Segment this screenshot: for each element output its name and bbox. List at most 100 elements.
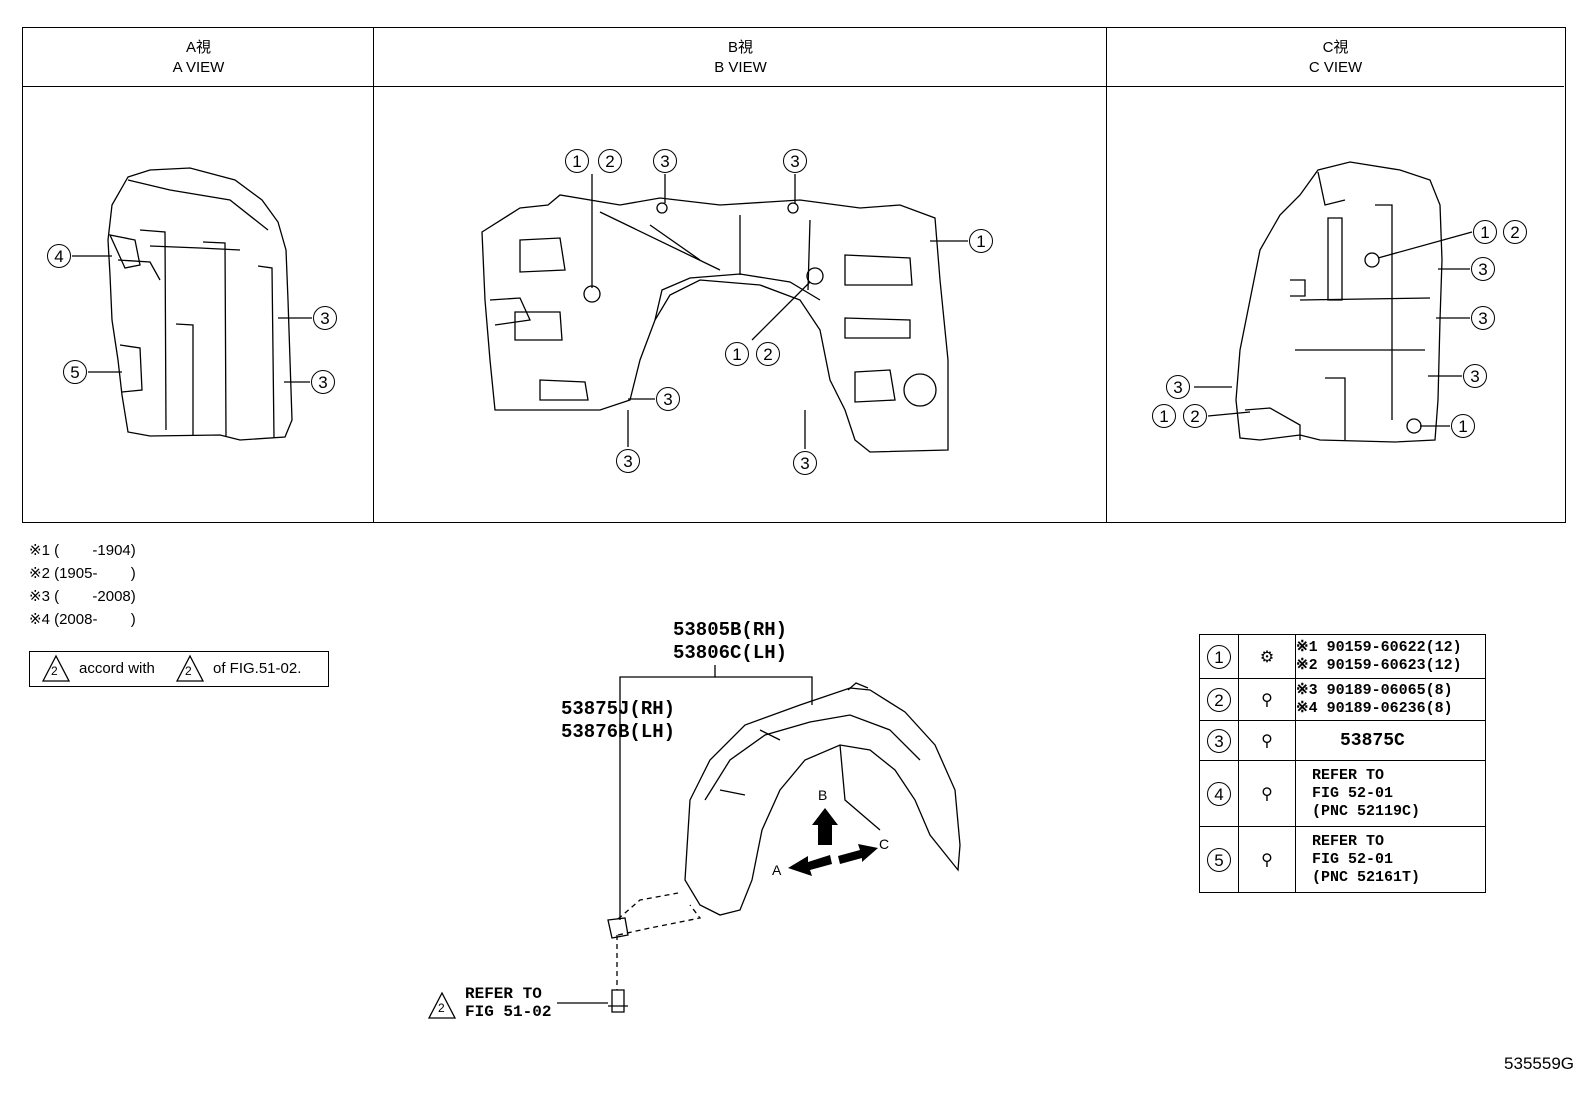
callout: 3	[783, 149, 807, 173]
callout: 2	[1503, 220, 1527, 244]
divider	[373, 28, 374, 522]
refer-line: REFER TO	[465, 985, 542, 1003]
legend-row: 3 ⚲ 53875C	[1199, 720, 1486, 761]
callout: 3	[616, 449, 640, 473]
a-view-liner-drawing	[107, 167, 293, 441]
note-line: ※4 (2008- )	[29, 611, 136, 628]
legend-line: FIG 52-01	[1312, 850, 1394, 868]
legend-line: (PNC 52119C)	[1312, 802, 1421, 820]
b-view-panel: B視 B VIEW	[374, 28, 1107, 522]
b-view-header: B視 B VIEW	[374, 28, 1107, 87]
delta-mark-number: 2	[438, 1001, 445, 1015]
legend-line: 53875C	[1340, 730, 1405, 751]
delta-mark-number: 2	[185, 664, 192, 678]
arrow-a	[788, 855, 832, 876]
a-view-leaders	[72, 255, 312, 383]
legend-line: ※2 90159-60623(12)	[1296, 656, 1462, 674]
delta-mark-number: 2	[51, 664, 58, 678]
main-liner-drawing	[684, 682, 961, 916]
c-view-header: C視 C VIEW	[1107, 28, 1564, 87]
callout: 1	[1473, 220, 1497, 244]
part-leaders	[557, 665, 813, 1004]
part-number-seal-rh: 53875J(RH)	[561, 698, 676, 720]
delta-marks	[41, 654, 457, 1019]
callout: 3	[313, 306, 337, 330]
b-view-title-en: B VIEW	[714, 59, 767, 76]
callout: 4	[47, 244, 71, 268]
a-view-panel: A視 A VIEW	[23, 28, 374, 522]
fastener-legend-table: 1 ⚙ ※1 90159-60622(12)※2 90159-60623(12)…	[1199, 634, 1486, 893]
note-line: ※2 (1905- )	[29, 565, 136, 582]
bolt-part	[608, 989, 628, 1013]
callout: 3	[653, 149, 677, 173]
callout: 1	[1152, 404, 1176, 428]
callout: 3	[1471, 306, 1495, 330]
clip-part	[607, 917, 629, 939]
callout: 1	[565, 149, 589, 173]
callout: 5	[63, 360, 87, 384]
a-view-title-jp: A視	[185, 39, 211, 56]
part-number-liner-lh: 53806C(LH)	[673, 642, 788, 664]
b-view-liner-drawing	[481, 194, 949, 453]
callout: 3	[1463, 364, 1487, 388]
legend-number: 1	[1207, 644, 1231, 669]
legend-line: ※4 90189-06236(8)	[1296, 699, 1453, 717]
legend-number: 3	[1207, 728, 1231, 753]
legend-row: 1 ⚙ ※1 90159-60622(12)※2 90159-60623(12)	[1199, 634, 1486, 679]
legend-number: 4	[1207, 781, 1231, 806]
legend-line: (PNC 52161T)	[1312, 868, 1421, 886]
legend-line: FIG 52-01	[1312, 784, 1394, 802]
views-frame: A視 A VIEW B視 B VIEW C視 C VIEW	[22, 27, 1566, 523]
legend-row: 2 ⚲ ※3 90189-06065(8)※4 90189-06236(8)	[1199, 678, 1486, 721]
callout: 3	[793, 451, 817, 475]
part-number-seal-lh: 53876B(LH)	[561, 721, 676, 743]
direction-label-a: A	[772, 862, 782, 878]
c-view-leaders	[1194, 231, 1473, 427]
clip-icon: ⚲	[1261, 785, 1273, 803]
direction-label-c: C	[879, 836, 890, 852]
note-line: ※1 ( -1904)	[29, 542, 136, 559]
callout: 2	[598, 149, 622, 173]
callout: 3	[1166, 375, 1190, 399]
bolt-icon: ⚙	[1259, 648, 1275, 666]
divider	[1106, 28, 1107, 522]
figure-id: 535559G	[1504, 1054, 1574, 1073]
legend-number: 5	[1207, 847, 1231, 872]
c-view-title-jp: C視	[1322, 39, 1349, 56]
callout: 2	[1183, 404, 1207, 428]
note-line: ※3 ( -2008)	[29, 588, 136, 605]
a-view-header: A視 A VIEW	[23, 28, 374, 87]
callout: 1	[969, 229, 993, 253]
callout: 1	[725, 342, 749, 366]
accord-note: 2 accord with 2 of FIG.51-02.	[29, 651, 329, 687]
legend-line: REFER TO	[1312, 766, 1385, 784]
legend-line: ※3 90189-06065(8)	[1296, 681, 1453, 699]
c-view-panel: C視 C VIEW	[1107, 28, 1564, 522]
legend-line: REFER TO	[1312, 832, 1385, 850]
c-view-title-en: C VIEW	[1308, 59, 1363, 76]
callout: 3	[656, 387, 680, 411]
callout: 2	[756, 342, 780, 366]
a-view-title-en: A VIEW	[172, 59, 225, 76]
legend-number: 2	[1207, 687, 1231, 712]
callout: 1	[1451, 414, 1475, 438]
direction-arrows	[788, 808, 878, 876]
accord-text: of FIG.51-02.	[213, 660, 302, 677]
arrow-b	[812, 808, 838, 845]
arrow-c	[838, 844, 878, 864]
clip-icon: ⚲	[1261, 851, 1273, 869]
clip-icon: ⚲	[1261, 691, 1273, 709]
direction-label-b: B	[818, 787, 828, 803]
b-view-title-jp: B視	[727, 39, 753, 56]
c-view-liner-drawing	[1235, 161, 1443, 443]
accord-text: accord with	[79, 660, 155, 677]
b-view-leaders	[591, 174, 968, 449]
callout: 3	[1471, 257, 1495, 281]
part-number-liner-rh: 53805B(RH)	[673, 619, 788, 641]
callout: 3	[311, 370, 335, 394]
legend-line: ※1 90159-60622(12)	[1296, 638, 1462, 656]
clip-icon: ⚲	[1261, 732, 1273, 750]
